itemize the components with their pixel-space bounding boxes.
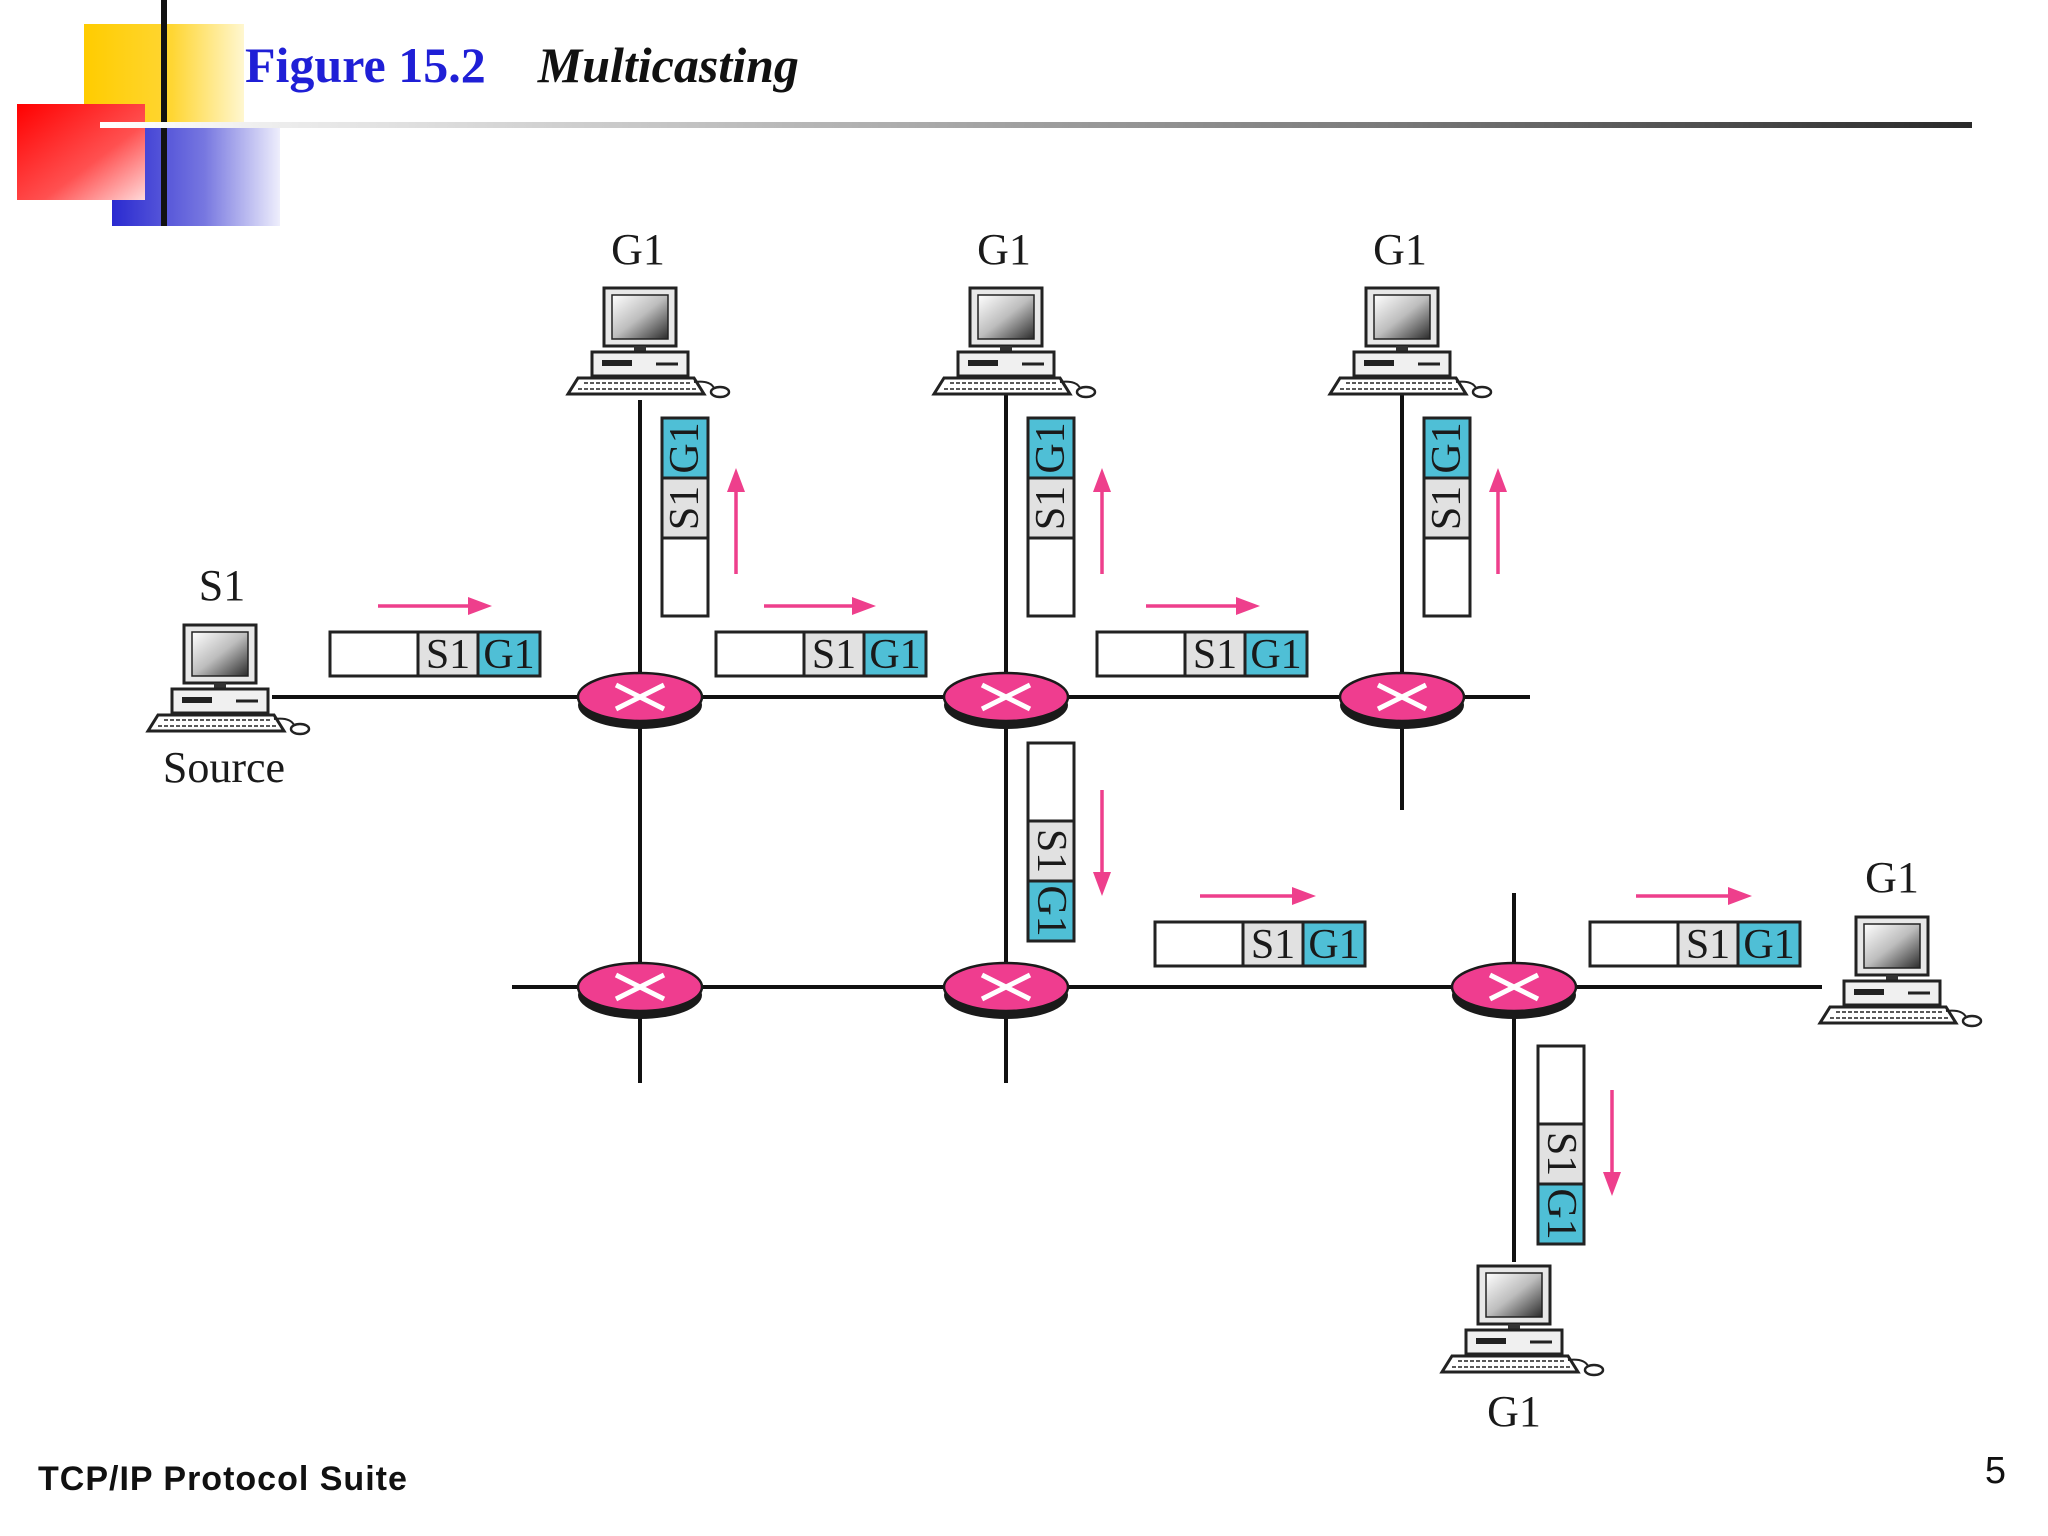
packet-group-label: G1 [1538, 1188, 1584, 1239]
packet-group-label: G1 [483, 632, 534, 678]
direction-arrow-icon [1636, 887, 1752, 905]
packet-source-field [1422, 476, 1472, 540]
title-rule [100, 122, 1972, 128]
packet: S1 G1 [1588, 920, 1802, 968]
group-member-computer-icon [932, 286, 1097, 399]
packet-group-label: G1 [1308, 922, 1359, 968]
packet-group-field [1736, 920, 1802, 968]
packet-source-label: S1 [1028, 486, 1074, 530]
group-host-label: G1 [977, 225, 1031, 274]
router-4 [578, 963, 702, 1019]
packet-group-field [660, 416, 710, 480]
group-host-label: G1 [1373, 225, 1427, 274]
packet: S1 G1 [714, 630, 928, 678]
packet-group-label: G1 [1424, 422, 1470, 473]
direction-arrow-icon [1200, 887, 1316, 905]
router-6 [1452, 963, 1576, 1019]
packet-source-field [660, 476, 710, 540]
direction-arrows [378, 468, 1752, 1196]
router-2 [944, 673, 1068, 729]
group-member-computer-icon [1328, 286, 1493, 399]
router-3 [1340, 673, 1464, 729]
packet-group-label: G1 [662, 422, 708, 473]
source-computer-icon [146, 623, 311, 736]
packet-source-label: S1 [1424, 486, 1470, 530]
packet: S1 G1 [1153, 920, 1367, 968]
group-host-label: G1 [1865, 853, 1919, 902]
packet-group-field [1243, 630, 1309, 678]
packet-source-field [1676, 920, 1740, 968]
direction-arrow-icon [1146, 597, 1260, 615]
packet-group-label: G1 [1250, 632, 1301, 678]
direction-arrow-icon [378, 597, 492, 615]
packet-group-label: G1 [1028, 885, 1074, 936]
packet: S1 G1 [1095, 630, 1309, 678]
figure-title: Multicasting [537, 37, 799, 93]
group-member-computer-icon [1818, 915, 1983, 1028]
packet-group-label: G1 [1743, 922, 1794, 968]
packet-source-label: S1 [812, 632, 856, 678]
group-member-computer-icon [1440, 1264, 1605, 1377]
router-1 [578, 673, 702, 729]
packet-source-label: S1 [1251, 922, 1295, 968]
packet-source-label: S1 [1686, 922, 1730, 968]
packet-source-field [1026, 476, 1076, 540]
packet-source-label: S1 [1538, 1132, 1584, 1176]
group-host-label: G1 [611, 225, 665, 274]
packet-source-field [1026, 819, 1076, 883]
packet-group-field [476, 630, 542, 678]
packet-group-label: G1 [869, 632, 920, 678]
page-title: Figure 15.2 Multicasting [245, 30, 799, 100]
packet-source-label: S1 [426, 632, 470, 678]
direction-arrow-icon [1093, 790, 1111, 896]
figure-number: Figure 15.2 [245, 37, 486, 93]
source-host-label: S1 [199, 561, 245, 610]
direction-arrow-icon [1489, 468, 1507, 574]
packet-source-field [416, 630, 480, 678]
deco-vertical-bar [161, 0, 167, 226]
packet-source-label: S1 [1193, 632, 1237, 678]
packet-source-label: S1 [662, 486, 708, 530]
packet: S1 G1 [328, 630, 542, 678]
packet-group-field [862, 630, 928, 678]
footer-book-title: TCP/IP Protocol Suite [38, 1460, 408, 1498]
page-number: 5 [1984, 1450, 2006, 1492]
packet-source-field [802, 630, 866, 678]
router-5 [944, 963, 1068, 1019]
packet-source-label: S1 [1028, 829, 1074, 873]
network-links [272, 392, 1822, 1262]
group-host-label: G1 [1487, 1387, 1541, 1436]
direction-arrow-icon [727, 468, 745, 574]
packet-source-field [1536, 1122, 1586, 1186]
direction-arrow-icon [1093, 468, 1111, 574]
deco-red-block [17, 104, 145, 200]
direction-arrow-icon [764, 597, 876, 615]
packet-group-label: G1 [1028, 422, 1074, 473]
direction-arrow-icon [1603, 1090, 1621, 1196]
source-host-caption: Source [163, 743, 285, 792]
packet-source-field [1241, 920, 1305, 968]
packet-group-field [1301, 920, 1367, 968]
packet-group-field [1536, 1182, 1586, 1246]
group-member-computer-icon [566, 286, 731, 399]
